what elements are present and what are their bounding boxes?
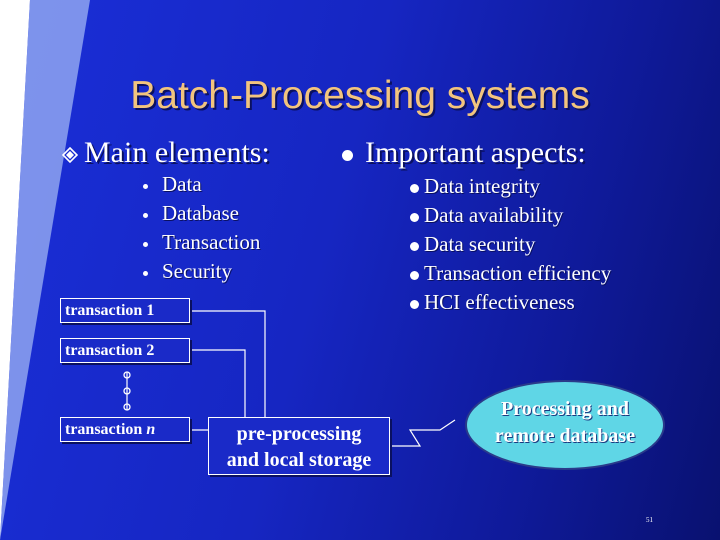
transaction-1-box: transaction 1 bbox=[60, 298, 190, 323]
preprocessing-line-1: pre-processing bbox=[236, 423, 362, 445]
transaction-2-label: transaction 2 bbox=[65, 342, 155, 359]
ellipsis-dot bbox=[123, 403, 131, 411]
list-item: Data integrity bbox=[410, 172, 611, 201]
bullet-icon bbox=[342, 149, 353, 161]
list-item: HCI effectiveness bbox=[410, 288, 611, 317]
preprocessing-box: pre-processing and local storage bbox=[208, 417, 390, 475]
list-item: Transaction bbox=[140, 228, 260, 257]
transaction-2-box: transaction 2 bbox=[60, 338, 190, 363]
preprocessing-line-2: and local storage bbox=[226, 449, 372, 471]
list-item: Security bbox=[140, 257, 260, 286]
main-elements-heading: Main elements: bbox=[62, 136, 270, 170]
page-number: 51 bbox=[646, 516, 653, 524]
transaction-1-label: transaction 1 bbox=[65, 302, 155, 319]
ellipsis-dot bbox=[123, 387, 131, 395]
transaction-n-var: n bbox=[146, 421, 156, 438]
important-aspects-list: Data integrity Data availability Data se… bbox=[410, 172, 611, 317]
list-item: Data bbox=[140, 170, 260, 199]
remote-database-ellipse: Processing and remote database bbox=[465, 380, 665, 470]
list-item: Data security bbox=[410, 230, 611, 259]
list-item: Database bbox=[140, 199, 260, 228]
remote-line-2: remote database bbox=[494, 425, 636, 447]
ellipsis-dot bbox=[123, 371, 131, 379]
transaction-n-label: transaction bbox=[65, 421, 147, 438]
main-elements-list: Data Database Transaction Security bbox=[140, 170, 260, 286]
transaction-n-box: transaction n bbox=[60, 417, 190, 442]
list-item: Transaction efficiency bbox=[410, 259, 611, 288]
important-aspects-label: Important aspects: bbox=[365, 136, 586, 169]
diamond-icon bbox=[62, 147, 78, 164]
slide-title: Batch-Processing systems bbox=[130, 74, 590, 117]
remote-line-1: Processing and bbox=[501, 398, 629, 420]
list-item: Data availability bbox=[410, 201, 611, 230]
main-elements-label: Main elements: bbox=[84, 136, 270, 169]
important-aspects-heading: Important aspects: bbox=[338, 136, 586, 170]
